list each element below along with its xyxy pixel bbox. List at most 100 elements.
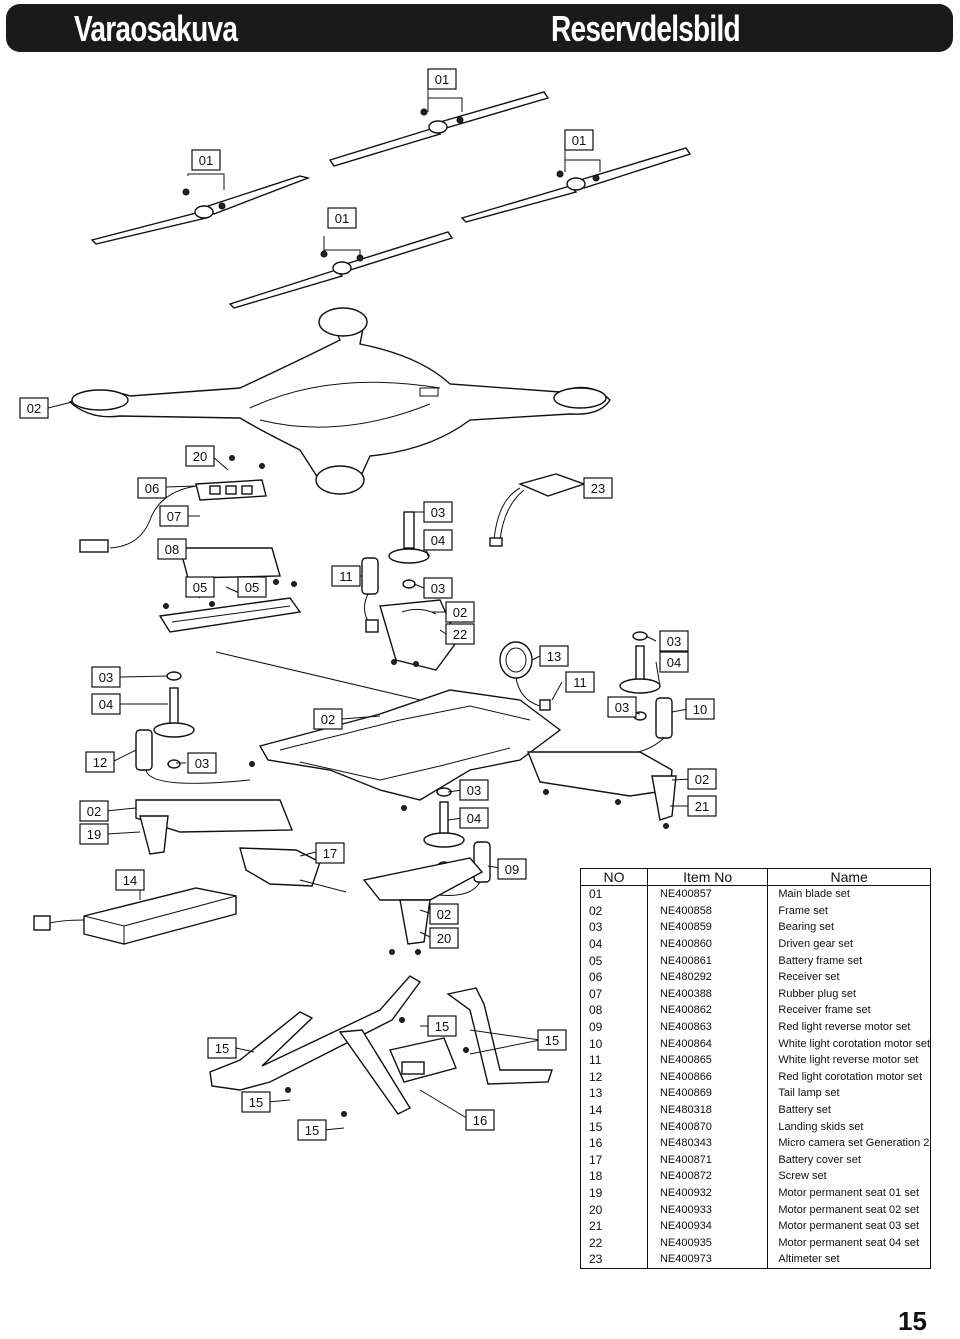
propeller-blade-left <box>90 175 311 245</box>
parts-table-header: NO Item No Name <box>580 868 931 886</box>
svg-text:05: 05 <box>245 580 259 595</box>
cell-item-no: NE400933 <box>646 1201 769 1218</box>
header-name: Name <box>767 868 931 886</box>
cell-name: Motor permanent seat 01 set <box>767 1184 931 1202</box>
landing-skids <box>209 975 553 1115</box>
svg-text:23: 23 <box>591 481 605 496</box>
cell-no: 23 <box>580 1251 648 1269</box>
propeller-blade-top <box>328 91 550 167</box>
title-swedish: Reservdelsbild <box>551 8 741 49</box>
callout-04-c: 04 <box>91 693 121 715</box>
cell-no: 10 <box>580 1035 648 1052</box>
motor-gear-right <box>599 631 673 755</box>
callout-03-g: 03 <box>459 779 489 801</box>
svg-text:17: 17 <box>323 846 337 861</box>
cell-no: 09 <box>580 1018 648 1036</box>
callout-06: 06 <box>137 477 167 499</box>
svg-text:20: 20 <box>437 931 451 946</box>
cell-name: Battery frame set <box>767 952 931 969</box>
cell-no: 14 <box>580 1101 648 1119</box>
propeller-blade-center <box>228 231 454 309</box>
callout-17: 17 <box>315 842 345 864</box>
callout-15-e: 15 <box>297 1119 327 1141</box>
propeller-blade-right <box>460 147 692 223</box>
motor-seat-bottom <box>362 857 484 945</box>
cell-item-no: NE400863 <box>646 1018 769 1036</box>
svg-text:03: 03 <box>615 700 629 715</box>
callout-22: 22 <box>445 623 475 645</box>
title-finnish: Varaosakuva <box>74 8 238 49</box>
cell-item-no: NE400864 <box>646 1035 769 1052</box>
callout-02-b: 02 <box>445 601 475 623</box>
svg-text:02: 02 <box>27 401 41 416</box>
tail-lamp <box>499 641 551 711</box>
callout-04-d: 04 <box>459 807 489 829</box>
svg-text:04: 04 <box>431 533 445 548</box>
callout-20-a: 20 <box>185 445 215 467</box>
cell-no: 06 <box>580 968 648 986</box>
cell-item-no: NE400973 <box>646 1251 769 1269</box>
callout-02-a: 02 <box>19 397 49 419</box>
callout-01-c: 01 <box>191 149 221 171</box>
cell-name: Red light corotation motor set <box>767 1068 931 1086</box>
svg-text:11: 11 <box>573 675 587 690</box>
cell-name: Motor permanent seat 03 set <box>767 1217 931 1235</box>
svg-text:15: 15 <box>435 1019 449 1034</box>
cell-item-no: NE400858 <box>646 902 769 920</box>
cell-no: 17 <box>580 1151 648 1169</box>
callout-01-a: 01 <box>427 68 457 90</box>
callout-01-b: 01 <box>564 129 594 151</box>
cell-name: Receiver frame set <box>767 1002 931 1019</box>
cell-item-no: NE400934 <box>646 1217 769 1235</box>
callout-02-d: 02 <box>687 768 717 790</box>
svg-text:05: 05 <box>193 580 207 595</box>
svg-text:02: 02 <box>453 605 467 620</box>
callout-21: 21 <box>687 795 717 817</box>
callout-02-f: 02 <box>429 903 459 925</box>
callout-20-b: 20 <box>429 927 459 949</box>
callout-10: 10 <box>685 698 715 720</box>
svg-text:03: 03 <box>431 581 445 596</box>
svg-text:02: 02 <box>437 907 451 922</box>
callout-14: 14 <box>115 869 145 891</box>
lower-frame <box>135 689 677 855</box>
page-header-banner: Varaosakuva Reservdelsbild <box>6 4 953 52</box>
callout-03-f: 03 <box>187 752 217 774</box>
cell-item-no: NE400857 <box>646 885 769 903</box>
cell-item-no: NE480343 <box>646 1134 769 1152</box>
callout-15-c: 15 <box>207 1037 237 1059</box>
cell-no: 04 <box>580 935 648 953</box>
cell-item-no: NE480318 <box>646 1101 769 1119</box>
callout-16: 16 <box>465 1109 495 1131</box>
svg-text:04: 04 <box>467 811 481 826</box>
callout-05-a: 05 <box>185 576 215 598</box>
screws <box>163 455 669 1117</box>
cell-name: Main blade set <box>767 885 931 903</box>
cell-no: 07 <box>580 985 648 1003</box>
cell-name: White light corotation motor set <box>767 1035 931 1052</box>
cell-item-no: NE400932 <box>646 1184 769 1202</box>
svg-text:04: 04 <box>667 655 681 670</box>
svg-text:13: 13 <box>547 649 561 664</box>
callout-01-d: 01 <box>327 207 357 229</box>
cell-no: 16 <box>580 1134 648 1152</box>
motor-gear-center <box>361 511 459 671</box>
callout-13: 13 <box>539 645 569 667</box>
